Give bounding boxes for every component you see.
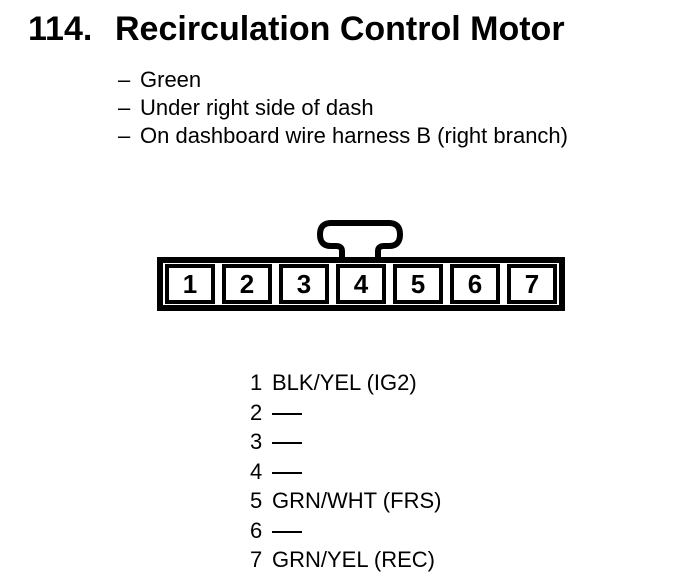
figure-number: 114. — [28, 10, 93, 48]
no-connection-dash — [272, 412, 302, 415]
pin-row-1: 1 BLK/YEL (IG2) — [250, 368, 441, 398]
no-connection-dash — [272, 471, 302, 474]
connector-cavity-1: 1 — [165, 264, 215, 304]
pin-list: 1 BLK/YEL (IG2) 2 3 4 5 GRN/WHT (FRS) 6 7 GRN/YEL… — [250, 368, 441, 575]
connector-cavity-2: 2 — [222, 264, 272, 304]
note-dash: – — [118, 95, 131, 120]
pin-number: 6 — [250, 517, 263, 543]
pin-wire-label: GRN/YEL (REC) — [272, 547, 435, 572]
no-connection-dash — [272, 530, 302, 533]
pin-wire-label: BLK/YEL (IG2) — [272, 370, 417, 395]
connector-latch-icon — [316, 220, 404, 262]
connector-cavity-3: 3 — [279, 264, 329, 304]
connector-cavity-5: 5 — [393, 264, 443, 304]
pin-row-6: 6 — [250, 516, 441, 546]
note-dash: – — [118, 67, 131, 92]
pin-row-3: 3 — [250, 427, 441, 457]
pin-number: 1 — [250, 370, 263, 395]
note-item-3: –On dashboard wire harness B (right bran… — [118, 122, 568, 150]
connector-cavity-6: 6 — [450, 264, 500, 304]
note-dash: – — [118, 123, 131, 148]
notes-list: –Green–Under right side of dash–On dashb… — [118, 66, 568, 150]
note-item-2: –Under right side of dash — [118, 94, 568, 122]
pin-number: 3 — [250, 429, 263, 454]
pin-wire-label: GRN/WHT (FRS) — [272, 488, 442, 513]
pin-row-4: 4 — [250, 457, 441, 487]
pin-number: 2 — [250, 399, 263, 425]
page-title: Recirculation Control Motor — [115, 10, 565, 48]
note-text: Green — [140, 67, 202, 92]
connector-cavity-4: 4 — [336, 264, 386, 304]
pin-row-5: 5 GRN/WHT (FRS) — [250, 486, 441, 516]
no-connection-dash — [272, 442, 302, 445]
note-item-1: –Green — [118, 66, 568, 94]
pin-row-2: 2 — [250, 398, 441, 428]
pin-number: 7 — [250, 547, 263, 572]
note-text: Under right side of dash — [140, 95, 374, 120]
pin-row-7: 7 GRN/YEL (REC) — [250, 545, 441, 575]
connector-cavity-7: 7 — [507, 264, 557, 304]
figure-heading: 114. Recirculation Control Motor — [28, 10, 565, 48]
pin-number: 5 — [250, 488, 263, 513]
pin-number: 4 — [250, 458, 263, 484]
note-text: On dashboard wire harness B (right branc… — [140, 123, 568, 148]
